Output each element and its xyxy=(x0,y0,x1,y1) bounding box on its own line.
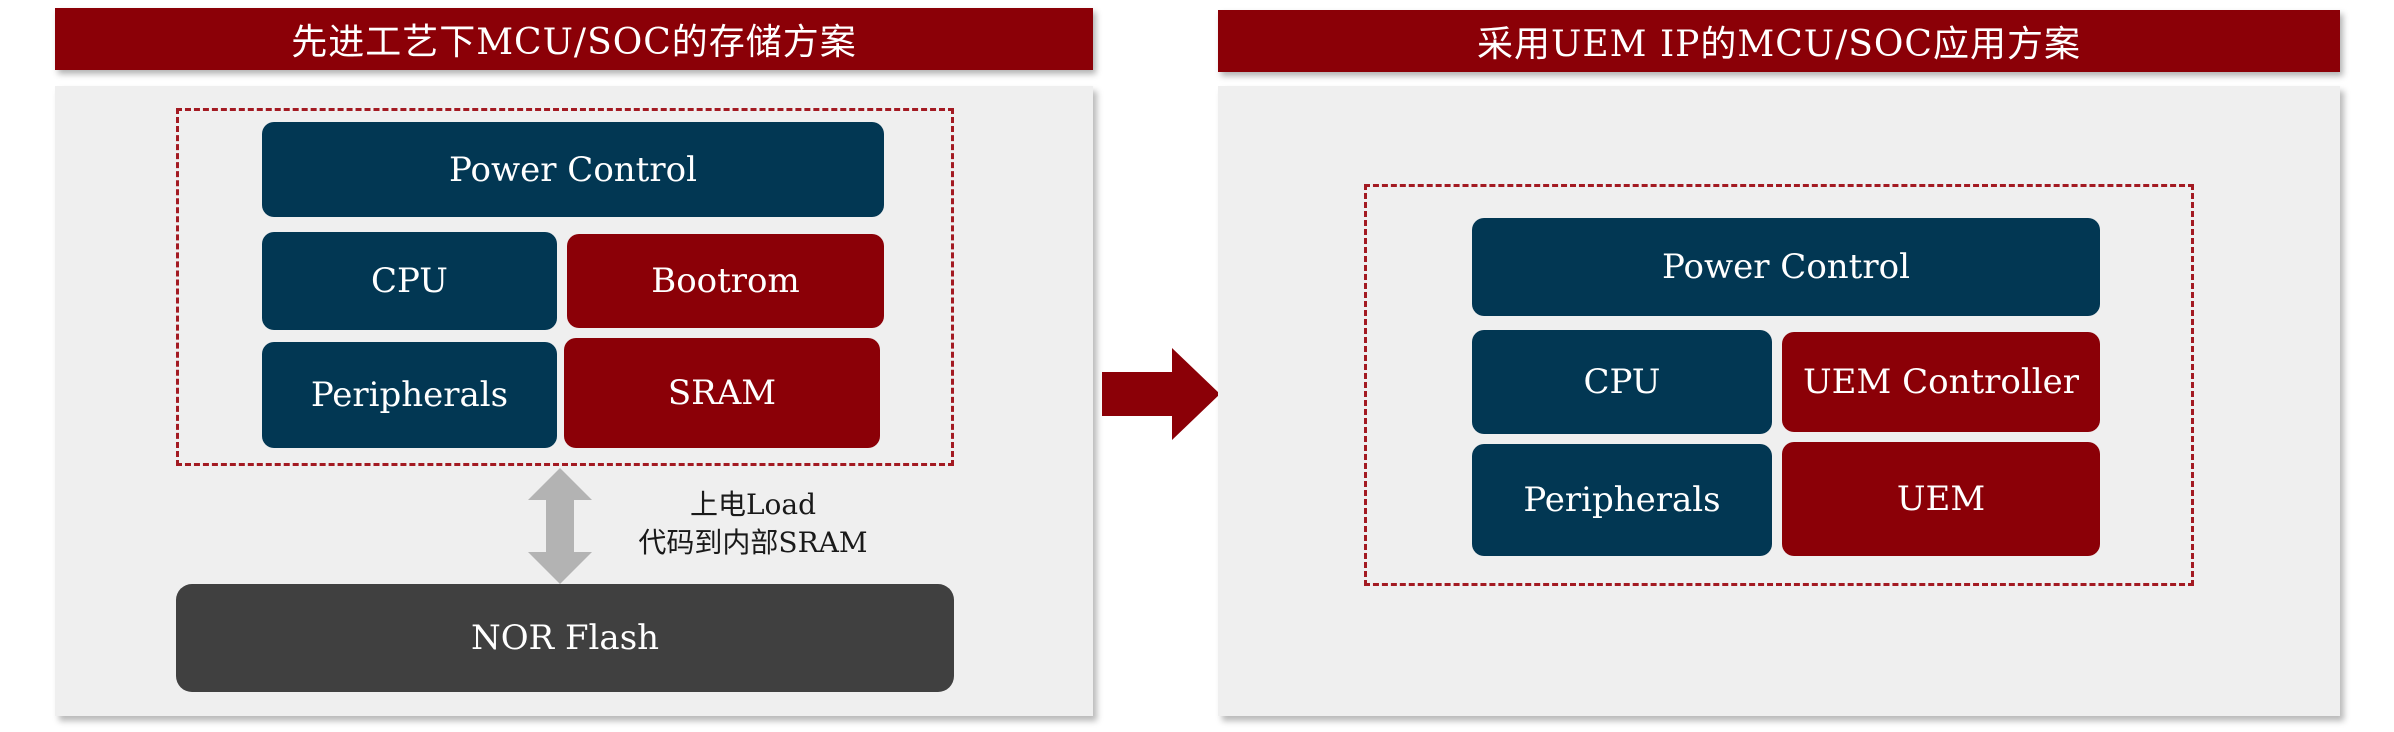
left-panel-title: 先进工艺下MCU/SOC的存储方案 xyxy=(55,8,1093,70)
right-panel xyxy=(1218,86,2340,716)
load-annotation: 上电Load 代码到内部SRAM xyxy=(628,486,878,562)
nor-flash-block: NOR Flash xyxy=(176,584,954,692)
right-panel-title: 采用UEM IP的MCU/SOC应用方案 xyxy=(1218,10,2340,72)
right-soc-boundary xyxy=(1364,184,2194,586)
right-arrow-icon xyxy=(1102,348,1220,440)
left-bootrom-block: Bootrom xyxy=(567,234,884,328)
left-peripherals-block: Peripherals xyxy=(262,342,557,448)
load-annotation-line1: 上电Load xyxy=(689,488,817,521)
load-annotation-line2: 代码到内部SRAM xyxy=(638,526,868,559)
right-cpu-block: CPU xyxy=(1472,330,1772,434)
right-peripherals-block: Peripherals xyxy=(1472,444,1772,556)
left-sram-block: SRAM xyxy=(564,338,880,448)
left-cpu-block: CPU xyxy=(262,232,557,330)
left-soc-boundary xyxy=(176,108,954,466)
right-power-control-block: Power Control xyxy=(1472,218,2100,316)
double-arrow-icon xyxy=(528,468,592,584)
right-uem-block: UEM xyxy=(1782,442,2100,556)
right-uem-controller-block: UEM Controller xyxy=(1782,332,2100,432)
left-power-control-block: Power Control xyxy=(262,122,884,217)
